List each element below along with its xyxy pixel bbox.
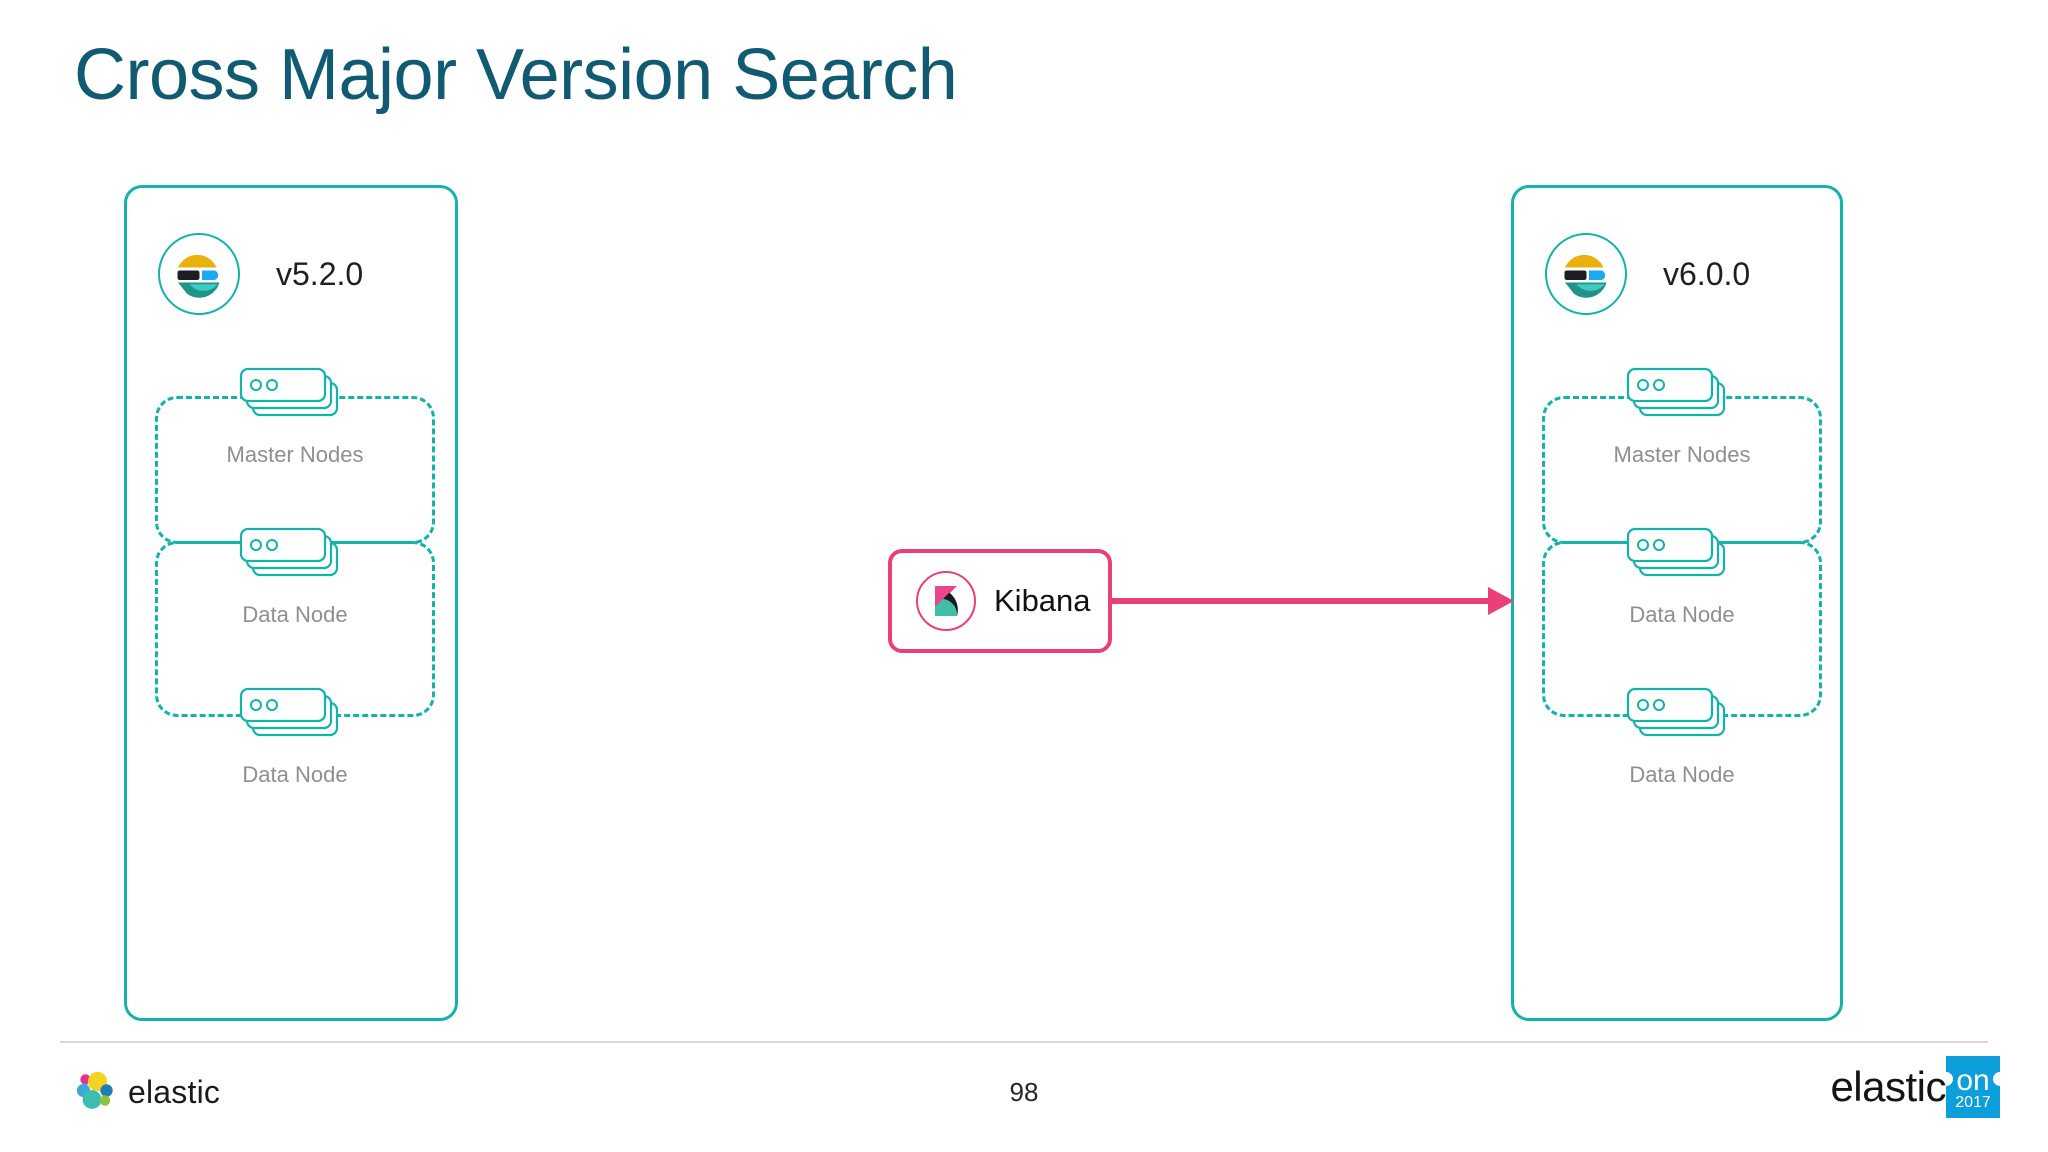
cluster-box-v5: v5.2.0 Master Nodes Data Node bbox=[124, 185, 458, 1021]
cluster-header-v6: v6.0.0 bbox=[1545, 233, 1750, 315]
elasticsearch-icon bbox=[1545, 233, 1627, 315]
elastic-logo-icon bbox=[72, 1068, 116, 1117]
kibana-icon bbox=[916, 571, 976, 631]
elasticsearch-icon bbox=[158, 233, 240, 315]
node-group-master: Master Nodes bbox=[215, 365, 375, 468]
node-label: Data Node bbox=[242, 762, 348, 787]
event-badge-on: on bbox=[1956, 1064, 1990, 1097]
node-group-data-1: Data Node bbox=[215, 525, 375, 628]
kibana-label: Kibana bbox=[994, 583, 1091, 618]
event-logo-word: elastic bbox=[1830, 1063, 1946, 1110]
page-title: Cross Major Version Search bbox=[74, 35, 958, 115]
cluster-box-v6: v6.0.0 Master Nodes Data Node bbox=[1511, 185, 1843, 1021]
node-stack-icon bbox=[1626, 687, 1726, 737]
node-label: Master Nodes bbox=[1613, 442, 1751, 467]
kibana-to-v6-arrow bbox=[1110, 587, 1514, 615]
cluster-version-label: v6.0.0 bbox=[1663, 255, 1751, 292]
node-group-data-2: Data Node bbox=[215, 685, 375, 788]
node-stack-icon bbox=[1626, 367, 1726, 417]
node-label: Master Nodes bbox=[226, 442, 364, 467]
node-group-data-2: Data Node bbox=[1602, 685, 1762, 788]
event-badge: on 2017 bbox=[1942, 1056, 2004, 1118]
node-label: Data Node bbox=[1629, 602, 1735, 627]
node-label: Data Node bbox=[242, 602, 348, 627]
node-group-data-1: Data Node bbox=[1602, 525, 1762, 628]
node-group-master: Master Nodes bbox=[1602, 365, 1762, 468]
page-number: 98 bbox=[1009, 1077, 1039, 1107]
node-stack-icon bbox=[239, 367, 339, 417]
node-stack-icon bbox=[239, 687, 339, 737]
event-logo: elastic on 2017 bbox=[1830, 1056, 2004, 1118]
cluster-header-v5: v5.2.0 bbox=[158, 233, 363, 315]
footer-brand-text: elastic bbox=[128, 1074, 221, 1110]
footer-divider bbox=[60, 1041, 1988, 1043]
node-stack-icon bbox=[1626, 527, 1726, 577]
node-stack-icon bbox=[239, 527, 339, 577]
node-label: Data Node bbox=[1629, 762, 1735, 787]
kibana-box[interactable]: Kibana bbox=[888, 549, 1112, 653]
cluster-version-label: v5.2.0 bbox=[276, 255, 364, 292]
event-badge-year: 2017 bbox=[1955, 1094, 1991, 1111]
footer-brand: elastic bbox=[72, 1068, 220, 1117]
